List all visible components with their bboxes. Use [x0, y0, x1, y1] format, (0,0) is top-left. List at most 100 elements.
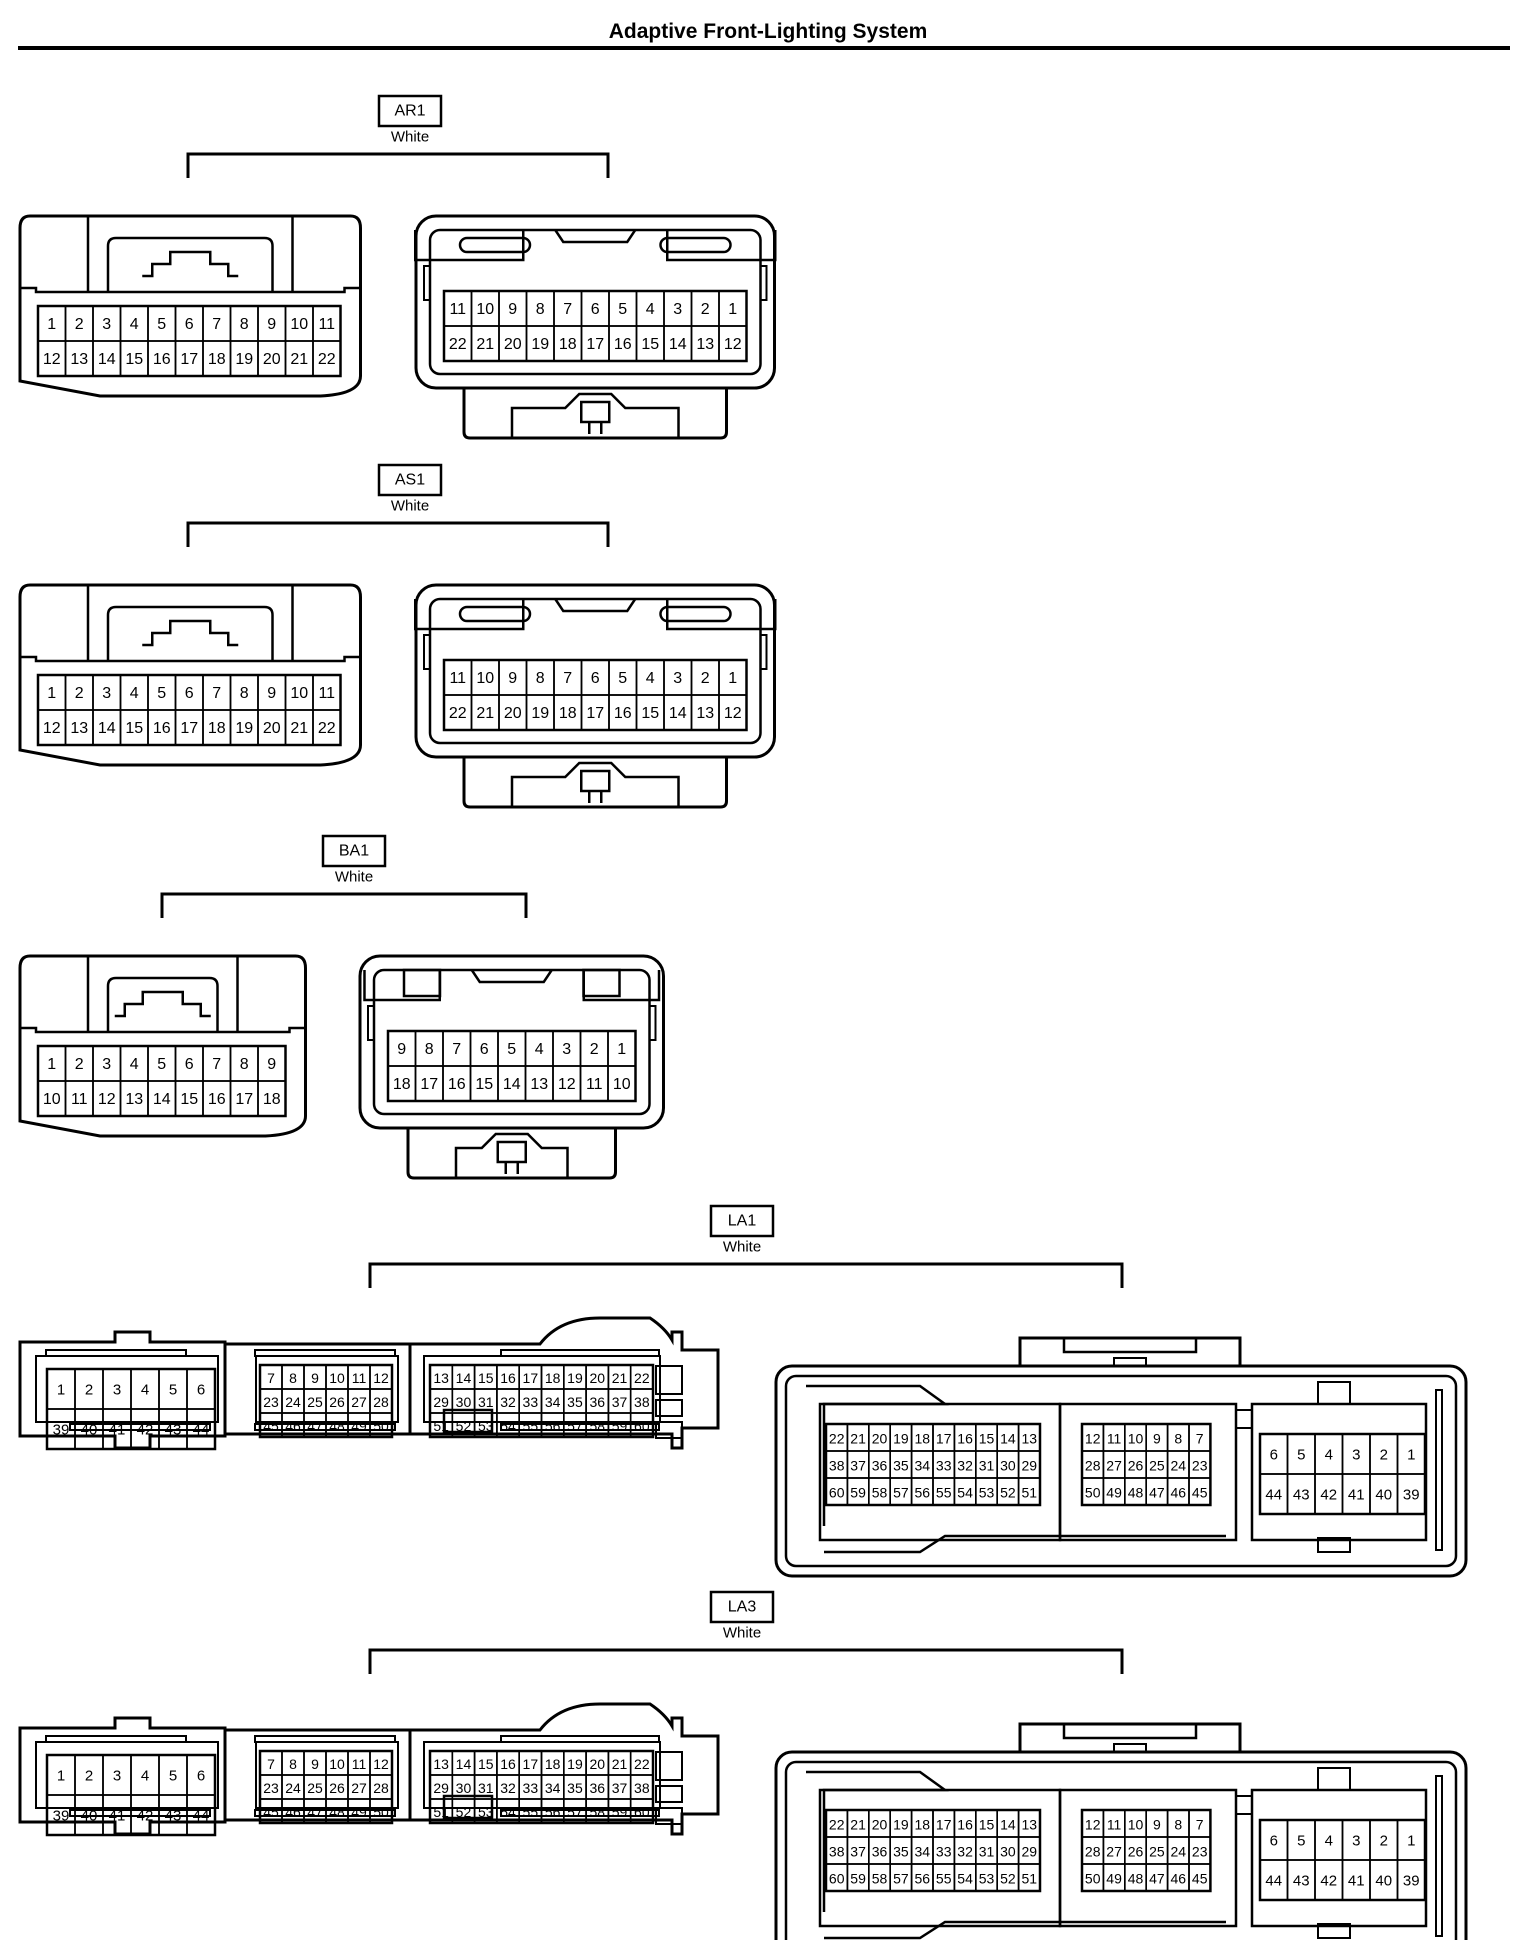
pin-number: 44: [193, 1422, 210, 1439]
pin-number: 30: [456, 1780, 472, 1796]
pin-number: 20: [589, 1756, 605, 1772]
pin-number: 3: [102, 685, 111, 702]
pin-number: 23: [263, 1394, 279, 1410]
pin-number: 51: [433, 1804, 449, 1820]
pin-number: 10: [329, 1370, 345, 1386]
pin-cell: [1396, 1473, 1426, 1515]
male-latch: [114, 990, 211, 1018]
pin-number: 10: [1128, 1431, 1144, 1447]
pin-number: 15: [180, 1091, 198, 1108]
pin-cell: [1188, 1863, 1212, 1892]
pin-number: 45: [1192, 1485, 1208, 1501]
pin-number: 34: [545, 1394, 561, 1410]
pin-number: 20: [263, 351, 281, 368]
pin-number: 19: [531, 705, 549, 722]
female-slot: [659, 236, 732, 254]
pin-number: 1: [47, 316, 56, 333]
pin-cell: [1188, 1477, 1212, 1506]
pin-number: 58: [872, 1485, 888, 1501]
connector-bracket: [186, 521, 610, 547]
female-outline: [414, 583, 776, 759]
pin-number: 2: [1380, 1833, 1388, 1850]
pin-number: 2: [701, 301, 710, 318]
pin-number: 5: [157, 685, 166, 702]
pin-number: 8: [425, 1041, 434, 1058]
male-inner-frame: [20, 655, 361, 663]
pin-cell: [369, 1798, 393, 1824]
female-key-center: [470, 969, 553, 984]
female-rib: [648, 1005, 657, 1041]
female-tab-rail: [510, 761, 680, 807]
pin-number: 33: [936, 1844, 952, 1860]
female-inner: [428, 228, 762, 376]
pin-number: 28: [1085, 1458, 1101, 1474]
male-side-key: [655, 1807, 683, 1825]
pin-number: 3: [562, 1041, 571, 1058]
pin-number: 23: [1192, 1458, 1208, 1474]
pin-cell: [629, 1798, 654, 1824]
male-rail: [69, 1423, 211, 1431]
pin-number: 15: [979, 1817, 995, 1833]
pin-number: 9: [267, 685, 276, 702]
pin-number: 32: [957, 1458, 973, 1474]
pin-number: 18: [559, 336, 577, 353]
pin-number: 2: [75, 316, 84, 333]
connector-id-box: [321, 834, 387, 868]
pin-number: 40: [1375, 1487, 1392, 1504]
pin-number: 47: [307, 1804, 323, 1820]
female-key-left: [414, 230, 525, 262]
pin-number: 15: [478, 1370, 494, 1386]
female-rib: [423, 634, 431, 670]
pin-number: 19: [235, 351, 253, 368]
pin-number: 2: [85, 1382, 93, 1399]
pin-number: 59: [612, 1418, 628, 1434]
pin-number: 12: [373, 1756, 389, 1772]
male-outline: [18, 583, 362, 767]
female-tab-latch: [580, 400, 611, 424]
male-side-key: [655, 1751, 683, 1781]
pin-number: 43: [1293, 1487, 1310, 1504]
pin-number: 43: [165, 1422, 182, 1439]
pin-number: 20: [872, 1817, 888, 1833]
connector-id: LA1: [728, 1213, 757, 1230]
pin-number: 39: [53, 1808, 70, 1825]
pin-number: 25: [307, 1394, 323, 1410]
pin-number: 7: [267, 1370, 275, 1386]
pin-number: 6: [197, 1382, 205, 1399]
pin-number: 18: [915, 1817, 931, 1833]
pin-number: 43: [165, 1808, 182, 1825]
pin-number: 53: [979, 1485, 995, 1501]
pin-number: 5: [618, 670, 627, 687]
pin-number: 15: [125, 720, 143, 737]
female-key-center: [554, 598, 637, 613]
pin-number: 3: [673, 301, 682, 318]
pin-number: 11: [449, 670, 466, 687]
pin-number: 13: [1022, 1817, 1038, 1833]
pin-number: 10: [290, 685, 308, 702]
female-slot: [458, 236, 532, 254]
pin-number: 21: [850, 1817, 866, 1833]
pin-number: 46: [285, 1418, 301, 1434]
pin-number: 50: [1085, 1871, 1101, 1887]
pin-number: 4: [1325, 1833, 1333, 1850]
male-block-c-outline: [410, 1316, 720, 1450]
pin-number: 21: [612, 1370, 628, 1386]
pin-number: 14: [456, 1370, 472, 1386]
pin-number: 51: [1022, 1871, 1038, 1887]
pin-number: 51: [433, 1418, 449, 1434]
pin-number: 18: [208, 720, 226, 737]
pin-number: 41: [1348, 1487, 1365, 1504]
pin-number: 56: [545, 1418, 561, 1434]
female-tab-rail: [510, 392, 680, 438]
pin-number: 35: [893, 1458, 909, 1474]
pin-number: 11: [449, 301, 466, 318]
female-rib: [759, 265, 768, 301]
pin-number: 5: [157, 316, 166, 333]
pin-number: 22: [829, 1817, 845, 1833]
